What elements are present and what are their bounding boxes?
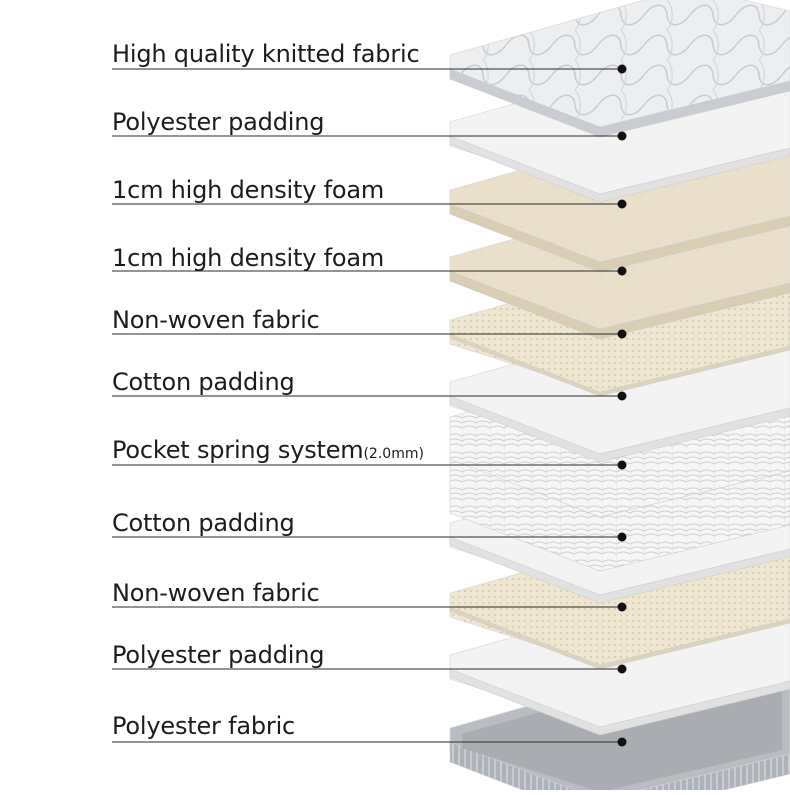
layer-label-text: High quality knitted fabric [112,40,419,68]
layer-label-text: 1cm high density foam [112,176,384,204]
layer-label-1: High quality knitted fabric [112,42,419,66]
layer-label-text: Polyester padding [112,641,324,669]
leader-dot-11 [618,738,627,747]
leader-dot-2 [618,132,627,141]
layer-label-2: Polyester padding [112,110,324,134]
layer-label-6: Cotton padding [112,370,295,394]
leader-dot-10 [618,665,627,674]
leader-dot-1 [618,65,627,74]
leader-dot-9 [618,603,627,612]
layer-label-text: Polyester fabric [112,712,295,740]
layer-label-text: 1cm high density foam [112,244,384,272]
layer-label-text: Pocket spring system [112,436,363,464]
layer-label-9: Non-woven fabric [112,581,320,605]
layer-label-5: Non-woven fabric [112,308,320,332]
layer-label-10: Polyester padding [112,643,324,667]
layer-label-text: Non-woven fabric [112,579,320,607]
leader-dot-4 [618,267,627,276]
leader-dot-5 [618,330,627,339]
leader-dot-7 [618,461,627,470]
layer-label-text: Non-woven fabric [112,306,320,334]
leader-dot-3 [618,200,627,209]
layer-label-4: 1cm high density foam [112,246,384,270]
layer-label-7: Pocket spring system(2.0mm) [112,438,424,462]
leader-dot-8 [618,533,627,542]
layer-label-3: 1cm high density foam [112,178,384,202]
layer-label-11: Polyester fabric [112,714,295,738]
layer-label-suffix: (2.0mm) [363,446,423,462]
layer-label-8: Cotton padding [112,511,295,535]
layer-label-text: Cotton padding [112,509,295,537]
layer-label-text: Cotton padding [112,368,295,396]
leader-dot-6 [618,392,627,401]
layer-label-text: Polyester padding [112,108,324,136]
